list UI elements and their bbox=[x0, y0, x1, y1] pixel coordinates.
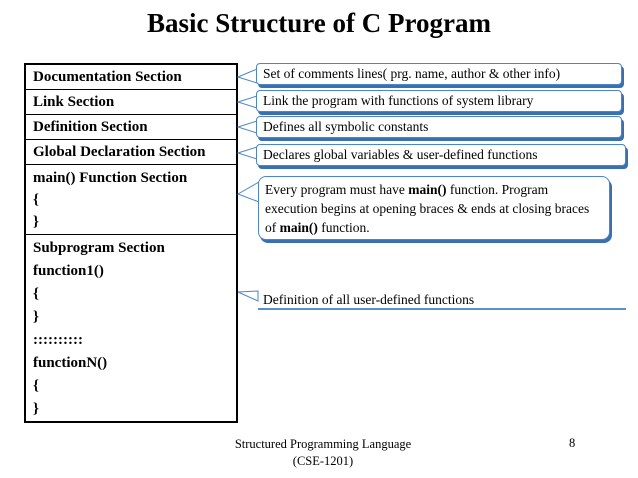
functionN-label: functionN() bbox=[33, 355, 108, 371]
subprogram-section-row: Subprogram Section function1() { } :::::… bbox=[26, 235, 236, 421]
open-brace: { bbox=[33, 286, 39, 302]
global-callout: Declares global variables & user-defined… bbox=[256, 144, 626, 166]
main-callout: Every program must have main() function.… bbox=[258, 176, 610, 240]
close-brace: } bbox=[33, 401, 39, 417]
course-name: Structured Programming Language bbox=[234, 437, 412, 451]
open-brace: { bbox=[33, 378, 39, 394]
main-keyword: main() bbox=[279, 220, 318, 235]
function1-label: function1() bbox=[33, 263, 104, 279]
documentation-callout: Set of comments lines( prg. name, author… bbox=[256, 63, 622, 85]
open-brace: { bbox=[33, 192, 39, 208]
structure-table: Documentation Section Link Section Defin… bbox=[24, 63, 238, 423]
ellipsis-separator: :::::::::: bbox=[33, 332, 83, 348]
main-callout-line1: Every program must have main() function.… bbox=[265, 180, 603, 199]
global-declaration-section-row: Global Declaration Section bbox=[26, 140, 236, 165]
connector-subprogram bbox=[237, 290, 259, 302]
text-run: function. Program bbox=[446, 182, 549, 197]
section-label: Definition Section bbox=[33, 119, 148, 135]
main-keyword: main() bbox=[408, 182, 447, 197]
page-number: 8 bbox=[569, 436, 576, 450]
text-run: function. bbox=[317, 220, 370, 235]
section-label: Documentation Section bbox=[33, 69, 182, 85]
main-callout-line3: of main() function. bbox=[265, 218, 603, 237]
text-run: Every program must have bbox=[265, 182, 409, 197]
link-callout: Link the program with functions of syste… bbox=[256, 90, 622, 112]
link-section-row: Link Section bbox=[26, 90, 236, 115]
footer-course: Structured Programming Language (CSE-120… bbox=[228, 436, 418, 470]
main-callout-line2: execution begins at opening braces & end… bbox=[265, 201, 590, 216]
close-brace: } bbox=[33, 214, 39, 230]
definition-callout: Defines all symbolic constants bbox=[256, 116, 622, 138]
connector-documentation bbox=[236, 68, 258, 84]
text-run: of bbox=[265, 220, 280, 235]
course-code: (CSE-1201) bbox=[292, 454, 354, 468]
main-function-section-row: main() Function Section { } bbox=[26, 165, 236, 235]
section-label: Link Section bbox=[33, 94, 115, 110]
section-label: Subprogram Section bbox=[33, 240, 165, 256]
connector-link bbox=[236, 95, 258, 109]
section-label: main() Function Section bbox=[33, 170, 188, 186]
documentation-section-row: Documentation Section bbox=[26, 65, 236, 90]
connector-main bbox=[236, 181, 260, 203]
subprogram-callout: Definition of all user-defined functions bbox=[258, 291, 626, 310]
slide-title: Basic Structure of C Program bbox=[147, 8, 491, 38]
definition-section-row: Definition Section bbox=[26, 115, 236, 140]
section-label: Global Declaration Section bbox=[33, 144, 206, 160]
connector-global bbox=[236, 146, 258, 160]
connector-definition bbox=[236, 120, 258, 134]
close-brace: } bbox=[33, 309, 39, 325]
